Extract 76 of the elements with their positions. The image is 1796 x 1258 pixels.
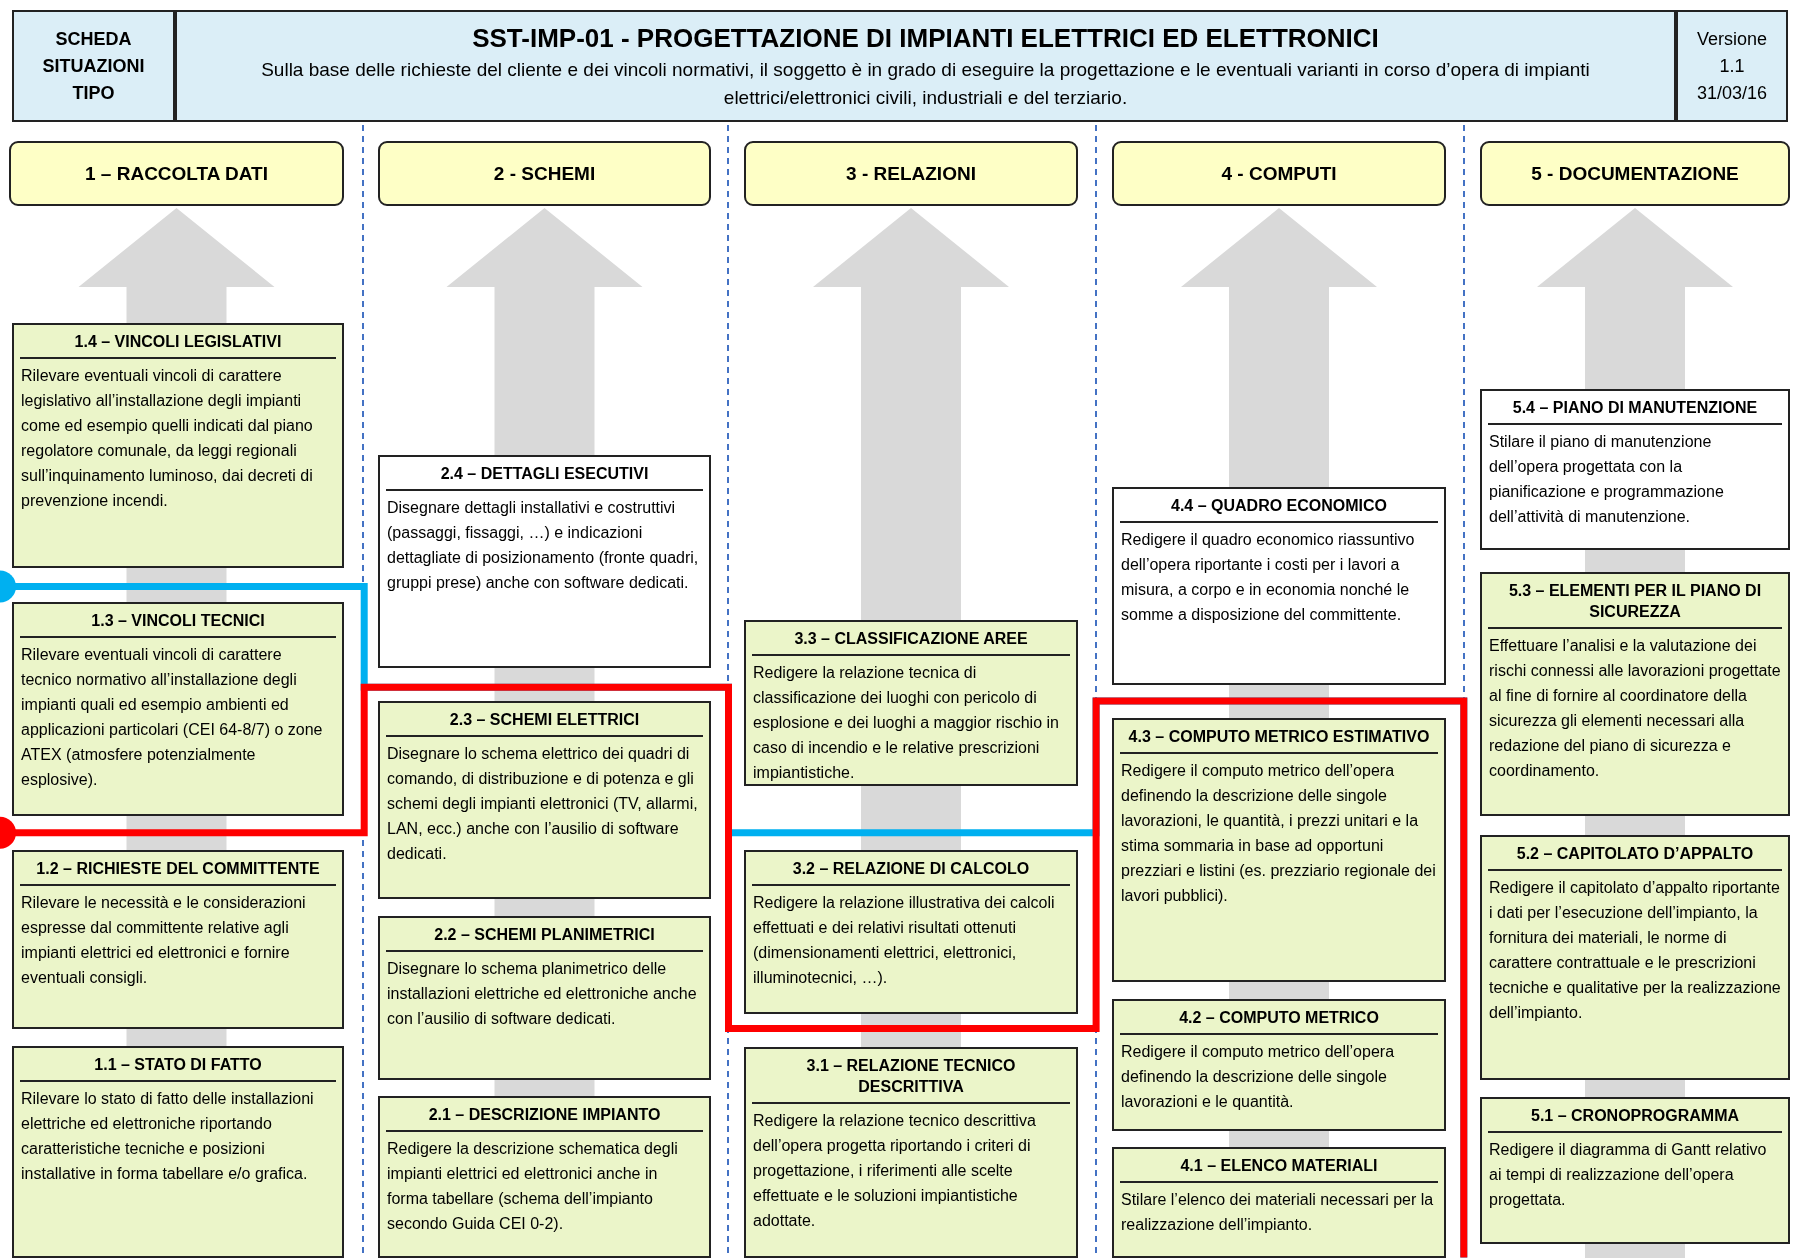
column-title: 2 - SCHEMI bbox=[493, 162, 596, 185]
task-title: 4.4 – QUADRO ECONOMICO bbox=[1120, 489, 1438, 523]
column-header bbox=[378, 141, 711, 206]
column-header bbox=[1112, 141, 1446, 206]
task-box bbox=[378, 455, 711, 668]
task-box bbox=[1480, 389, 1790, 550]
task-box bbox=[12, 1046, 344, 1258]
header-cell bbox=[175, 10, 1676, 122]
task-description: Rilevare le necessità e le considerazioni espresse dal committente relative agli impianti elettrici ed elettronici e fornire eventuali consigli. bbox=[20, 893, 307, 988]
task-description: Redigere il computo metrico dell’opera definendo la descrizione delle singole lavorazioni e le quantità. bbox=[1120, 1042, 1396, 1112]
task-box bbox=[1480, 572, 1790, 816]
task-description: Disegnare dettagli installativi e costruttivi (passaggi, fissaggi, …) e indicazioni dettagliate di posizionamento (fronte quadri, gruppi prese) anche con software dedicati. bbox=[386, 498, 700, 593]
column-title: 1 – RACCOLTA DATI bbox=[85, 162, 268, 185]
task-box bbox=[12, 323, 344, 568]
task-description: Stilare il piano di manutenzione dell’opera progettata con la pianificazione e programmazione dell’attività di manutenzione. bbox=[1488, 432, 1725, 527]
task-description: Rilevare lo stato di fatto delle installazioni elettriche ed elettroniche riportando caratteristiche tecniche e posizioni installative in forma tabellare e/o grafica. bbox=[20, 1089, 315, 1184]
header-text: 31/03/16 bbox=[1696, 81, 1768, 105]
task-title: 1.1 – STATO DI FATTO bbox=[20, 1048, 336, 1082]
column-title: 4 - COMPUTI bbox=[1221, 162, 1337, 185]
column-header bbox=[744, 141, 1078, 206]
task-title: 4.1 – ELENCO MATERIALI bbox=[1120, 1149, 1438, 1183]
task-description: Redigere la relazione tecnica di classificazione dei luoghi con pericolo di esplosione e dei luoghi a maggior rischio in caso di incendio e le relative prescrizioni impiantistiche. bbox=[752, 663, 1060, 783]
column-title: 3 - RELAZIONI bbox=[846, 162, 976, 185]
header-cell bbox=[12, 10, 175, 122]
header-cell bbox=[1676, 10, 1788, 122]
header-text: SCHEDA SITUAZIONI TIPO bbox=[41, 27, 146, 105]
task-description: Redigere il computo metrico dell’opera definendo la descrizione delle singole lavorazioni, le quantità, i prezzi unitari e la stima sommaria in base ad opportuni prezziari e listini (es. prezziario regionale dei lavori pubblici). bbox=[1120, 761, 1437, 906]
task-description: Redigere il quadro economico riassuntivo dell’opera riportante i costi per i lavori a misura, a corpo e in economia nonché le somme a disposizione del committente. bbox=[1120, 530, 1416, 625]
task-title: 5.2 – CAPITOLATO D’APPALTO bbox=[1488, 837, 1782, 871]
task-box bbox=[744, 850, 1078, 1014]
document-title: SST-IMP-01 - PROGETTAZIONE DI IMPIANTI ELETTRICI ED ELETTRONICI bbox=[471, 22, 1380, 55]
task-title: 3.3 – CLASSIFICAZIONE AREE bbox=[752, 622, 1070, 656]
task-title: 4.3 – COMPUTO METRICO ESTIMATIVO bbox=[1120, 720, 1438, 754]
task-box bbox=[1112, 1147, 1446, 1258]
task-description: Rilevare eventuali vincoli di carattere tecnico normativo all’installazione degli impianti quali ed esempio ambienti ed applicazioni particolari (CEI 64-8/7) o zone ATEX (atmosfere potenzialmente esplosive). bbox=[20, 645, 324, 790]
task-box bbox=[1480, 835, 1790, 1080]
task-description: Redigere la descrizione schematica degli impianti elettrici ed elettronici anche in forma tabellare (schema dell’impianto secondo Guida CEI 0-2). bbox=[386, 1139, 679, 1234]
task-title: 5.1 – CRONOPROGRAMMA bbox=[1488, 1099, 1782, 1133]
task-title: 2.1 – DESCRIZIONE IMPIANTO bbox=[386, 1098, 703, 1132]
header-text: 1.1 bbox=[1719, 54, 1745, 78]
task-box bbox=[1112, 487, 1446, 685]
task-box bbox=[378, 1096, 711, 1258]
task-title: 3.2 – RELAZIONE DI CALCOLO bbox=[752, 852, 1070, 886]
task-description: Disegnare lo schema elettrico dei quadri di comando, di distribuzione e di potenza e gli schemi degli impianti elettronici (TV, allarmi, LAN, ecc.) anche con l’ausilio di software dedicati. bbox=[386, 744, 699, 864]
task-title: 1.2 – RICHIESTE DEL COMMITTENTE bbox=[20, 852, 336, 886]
column-header bbox=[1480, 141, 1790, 206]
task-description: Redigere il diagramma di Gantt relativo ai tempi di realizzazione dell’opera progettata. bbox=[1488, 1140, 1768, 1210]
task-box bbox=[378, 916, 711, 1080]
task-description: Redigere la relazione tecnico descrittiva dell’opera progetta riportando i criteri di progettazione, i riferimenti alle scelte effettuate e le soluzioni impiantistiche adottate. bbox=[752, 1111, 1037, 1231]
task-box bbox=[744, 1047, 1078, 1258]
task-title: 3.1 – RELAZIONE TECNICO DESCRITTIVA bbox=[752, 1049, 1070, 1104]
column-header bbox=[9, 141, 344, 206]
task-box bbox=[1480, 1097, 1790, 1244]
task-title: 2.2 – SCHEMI PLANIMETRICI bbox=[386, 918, 703, 952]
task-box bbox=[12, 850, 344, 1029]
task-box bbox=[12, 602, 344, 816]
task-box bbox=[378, 701, 711, 899]
task-description: Effettuare l’analisi e la valutazione dei rischi connessi alle lavorazioni progettate al fine di fornire al coordinatore della sicurezza gli elementi necessari alla redazione del piano di sicurezza e coordinamento. bbox=[1488, 636, 1782, 781]
task-title: 5.3 – ELEMENTI PER IL PIANO DI SICUREZZA bbox=[1488, 574, 1782, 629]
task-title: 2.3 – SCHEMI ELETTRICI bbox=[386, 703, 703, 737]
task-description: Redigere la relazione illustrativa dei calcoli effettuati e dei relativi risultati ottenuti (dimensionamenti elettrici, elettronici, illuminotecnici, …). bbox=[752, 893, 1056, 988]
task-title: 2.4 – DETTAGLI ESECUTIVI bbox=[386, 457, 703, 491]
task-description: Rilevare eventuali vincoli di carattere legislativo all’installazione degli impianti come ed esempio quelli indicati dal piano regolatore comunale, da leggi regionali sull’inquinamento luminoso, dai decreti di prevenzione incendi. bbox=[20, 366, 314, 511]
column-title: 5 - DOCUMENTAZIONE bbox=[1531, 162, 1739, 185]
task-box bbox=[1112, 718, 1446, 982]
task-box bbox=[1112, 999, 1446, 1131]
task-description: Stilare l’elenco dei materiali necessari per la realizzazione dell’impianto. bbox=[1120, 1190, 1435, 1235]
task-title: 5.4 – PIANO DI MANUTENZIONE bbox=[1488, 391, 1782, 425]
task-title: 4.2 – COMPUTO METRICO bbox=[1120, 1001, 1438, 1035]
task-title: 1.4 – VINCOLI LEGISLATIVI bbox=[20, 325, 336, 359]
task-title: 1.3 – VINCOLI TECNICI bbox=[20, 604, 336, 638]
task-description: Disegnare lo schema planimetrico delle installazioni elettriche ed elettroniche anche con l’ausilio di software dedicati. bbox=[386, 959, 698, 1029]
document-subtitle: Sulla base delle richieste del cliente e dei vincoli normativi, il soggetto è in grado di eseguire la progettazione e le eventuali varianti in corso d’opera di impianti elettrici/elettronici civili, industriali e del terziario. bbox=[260, 58, 1591, 110]
header-text: Versione bbox=[1696, 27, 1768, 51]
task-box bbox=[744, 620, 1078, 786]
task-description: Redigere il capitolato d’appalto riportante i dati per l’esecuzione dell’impianto, la fornitura dei materiali, le norme di carattere contrattuale e le prescrizioni tecniche e qualitative per la realizzazione dell’impianto. bbox=[1488, 878, 1782, 1023]
